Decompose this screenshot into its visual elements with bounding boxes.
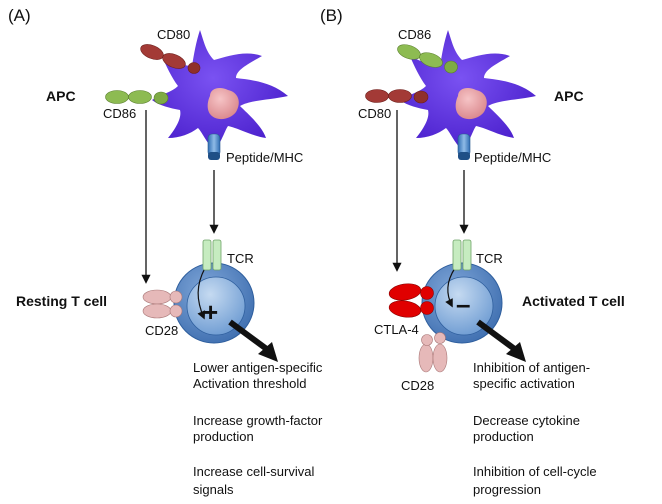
effects-list-a: Lower antigen-specific Activation thresh… xyxy=(193,360,323,497)
panel-b-label: (B) xyxy=(320,6,343,25)
tcr-label-b: TCR xyxy=(476,251,503,266)
ctla4-molecule-b xyxy=(388,283,434,318)
apc-cell-a xyxy=(152,30,288,150)
effect-a-3-line-1: Increase cell-survival xyxy=(193,464,314,479)
tcr-a xyxy=(202,239,222,271)
effect-a-2-line-1: Increase growth-factor xyxy=(193,413,323,428)
sign-plus-a: + xyxy=(203,297,218,327)
effect-b-1-line-2: specific activation xyxy=(473,376,575,391)
apc-cell-b xyxy=(400,30,536,150)
cd86-label-a: CD86 xyxy=(103,106,136,121)
cd86-molecule-a xyxy=(105,90,169,105)
cd80-molecule-b xyxy=(365,89,429,104)
apc-nucleus-a xyxy=(207,88,239,120)
effects-list-b: Inhibition of antigen- specific activati… xyxy=(473,360,597,497)
cd86-label-b: CD86 xyxy=(398,27,431,42)
internal-signal-arrow-b xyxy=(445,267,456,308)
output-arrow-shaft-b xyxy=(476,319,518,353)
panel-b: (B) CD86 CD80 APC Peptide/MHC xyxy=(320,6,625,497)
apc-nucleus-b xyxy=(455,88,487,120)
effect-b-3-line-2: progression xyxy=(473,482,541,497)
effect-b-2-line-2: production xyxy=(473,429,534,444)
peptide-mhc-label-a: Peptide/MHC xyxy=(226,150,303,165)
peptide-mhc-b xyxy=(457,133,471,160)
cd80-molecule-a xyxy=(140,44,201,74)
panel-a-label: (A) xyxy=(8,6,31,25)
cd80-label-a: CD80 xyxy=(157,27,190,42)
panel-a: (A) CD80 CD86 APC Peptide/MHC xyxy=(8,6,323,497)
activated-t-cell: – xyxy=(421,262,526,362)
output-arrow-shaft-a xyxy=(228,319,270,353)
cd28-label-b: CD28 xyxy=(401,378,434,393)
cd80-label-b: CD80 xyxy=(358,106,391,121)
cd28-label-a: CD28 xyxy=(145,323,178,338)
peptide-mhc-a xyxy=(207,133,221,160)
effect-a-1-line-1: Lower antigen-specific xyxy=(193,360,323,375)
effect-a-3-line-2: signals xyxy=(193,482,234,497)
cell-label-a: Resting T cell xyxy=(16,293,107,309)
peptide-mhc-label-b: Peptide/MHC xyxy=(474,150,551,165)
output-arrow-head-a xyxy=(258,342,278,362)
tcr-label-a: TCR xyxy=(227,251,254,266)
effect-b-1-line-1: Inhibition of antigen- xyxy=(473,360,590,375)
ctla4-label-b: CTLA-4 xyxy=(374,322,419,337)
effect-b-2-line-1: Decrease cytokine xyxy=(473,413,580,428)
sign-minus-b: – xyxy=(456,289,470,319)
cd86-molecule-b xyxy=(397,44,458,74)
cell-label-b: Activated T cell xyxy=(522,293,625,309)
output-arrow-head-b xyxy=(506,342,526,362)
effect-b-3-line-1: Inhibition of cell-cycle xyxy=(473,464,597,479)
effect-a-1-line-2: Activation threshold xyxy=(193,376,306,391)
resting-t-cell: + xyxy=(173,262,278,362)
cd28-molecule-a xyxy=(142,289,183,319)
apc-label-b: APC xyxy=(554,88,584,104)
effect-a-2-line-2: production xyxy=(193,429,254,444)
cd28-molecule-b xyxy=(418,332,448,373)
tcr-b xyxy=(452,239,472,271)
apc-label-a: APC xyxy=(46,88,76,104)
internal-signal-arrow-a xyxy=(197,267,206,320)
